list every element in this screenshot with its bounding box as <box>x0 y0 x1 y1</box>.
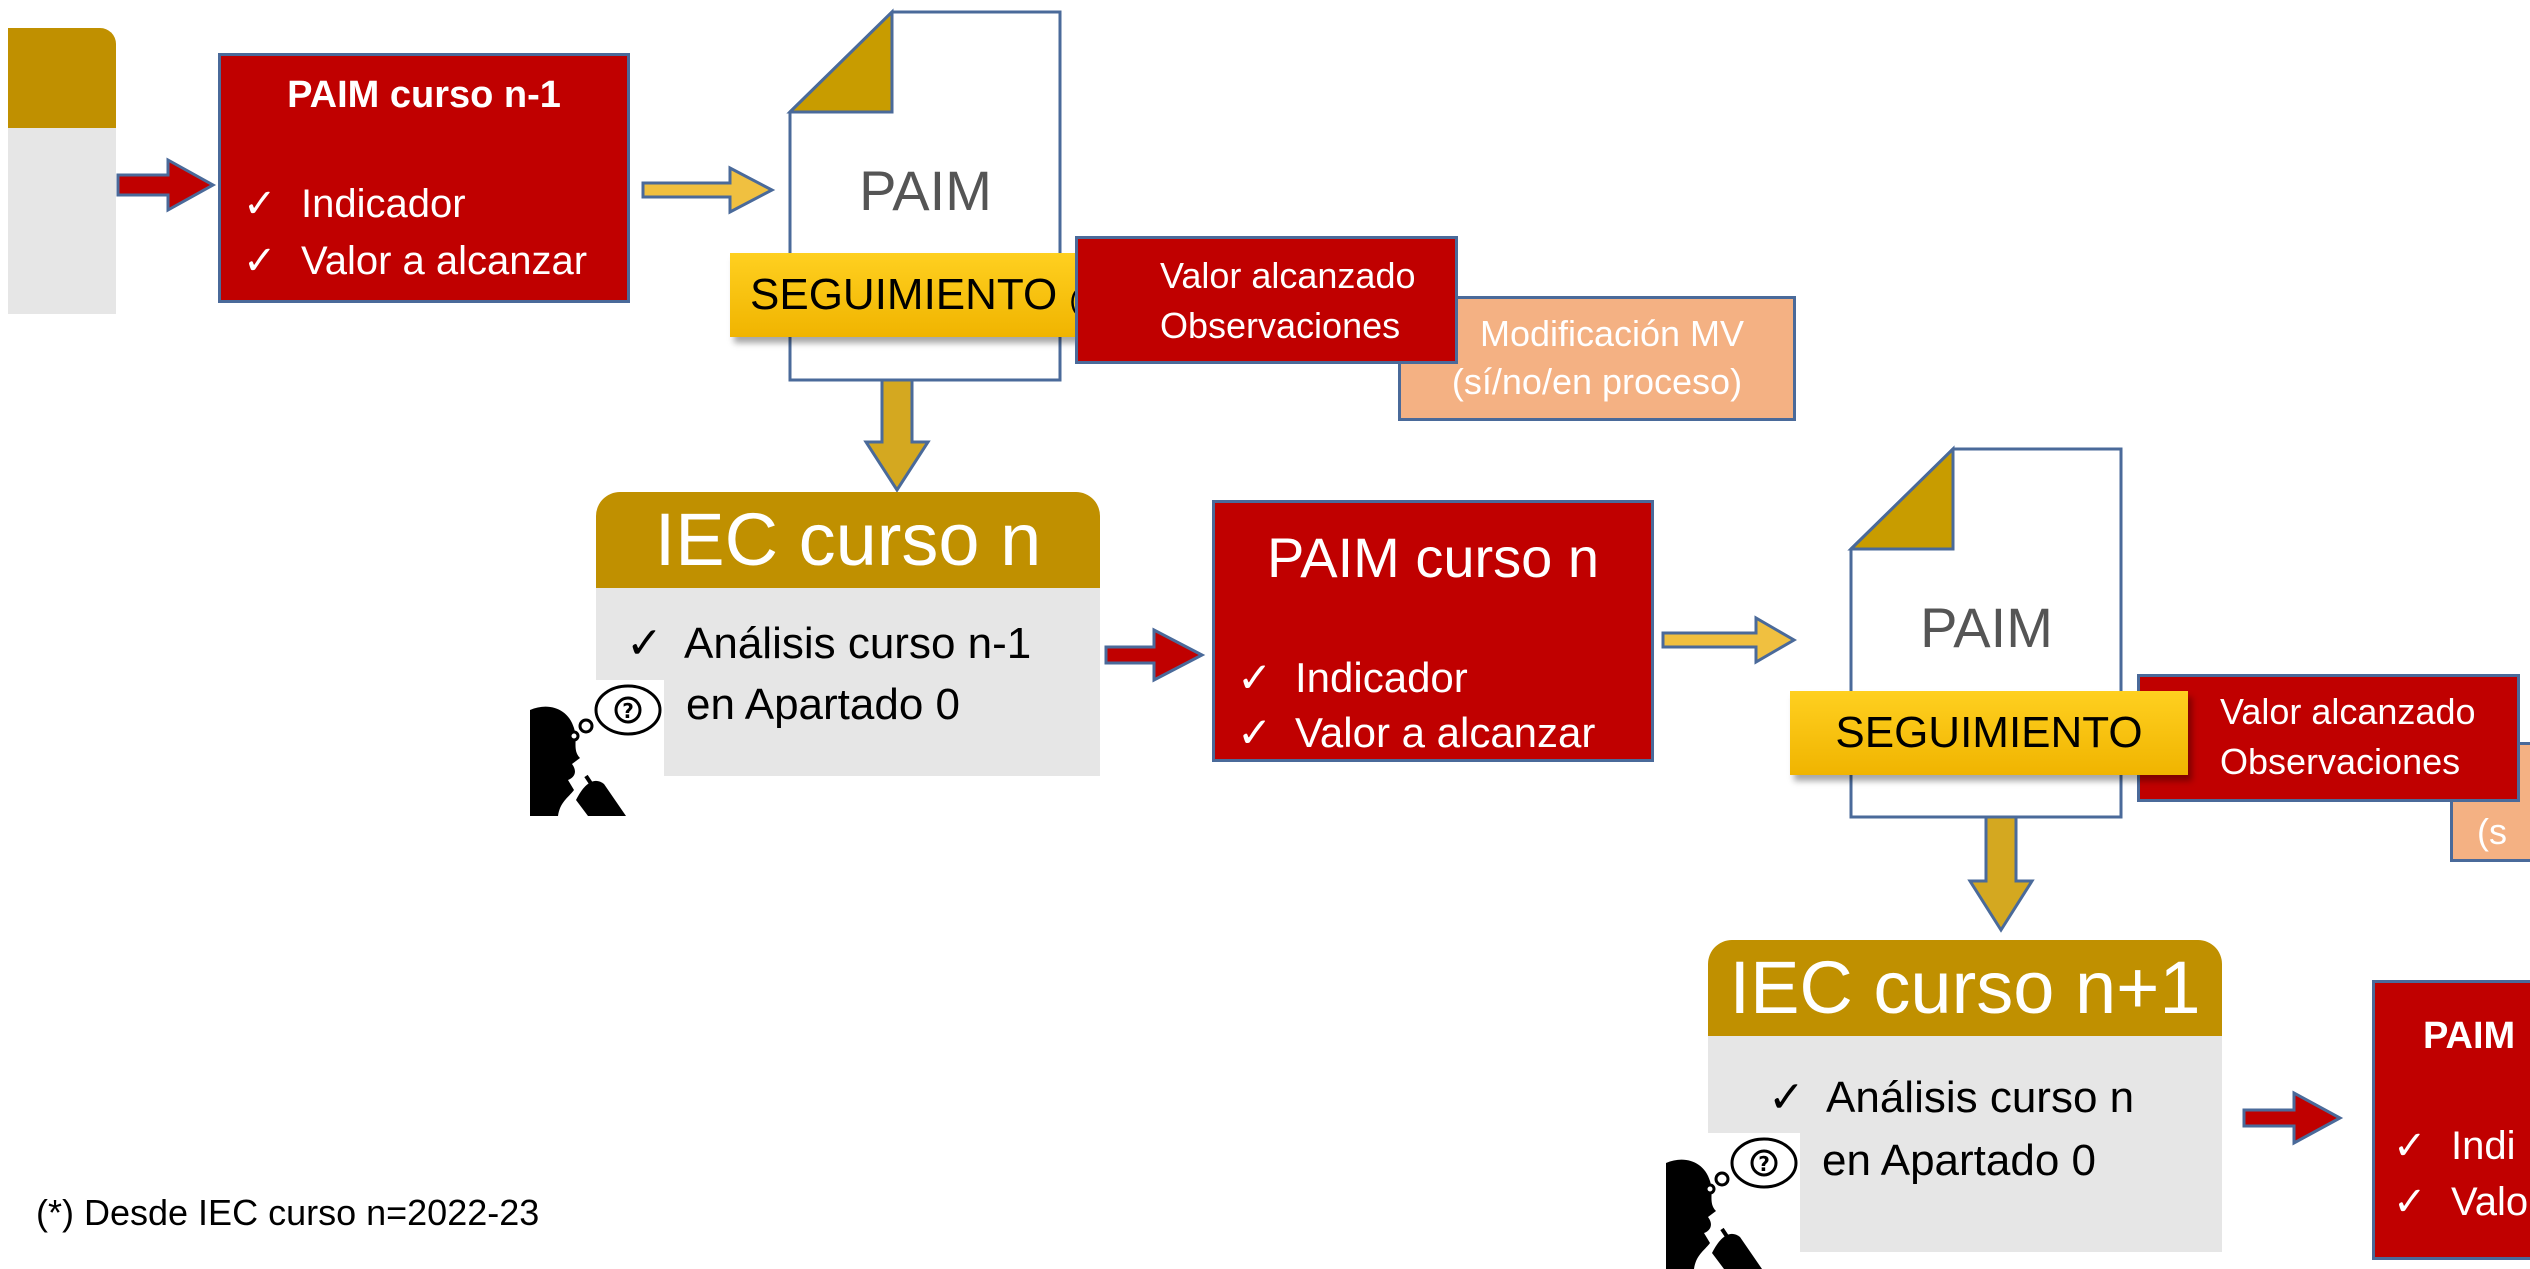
footnote: (*) Desde IEC curso n=2022-23 <box>36 1192 540 1233</box>
checkmark-icon: ✓ <box>243 239 277 283</box>
paim-next-course-title: PAIM <box>2423 1015 2516 1057</box>
observations-label: Observaciones <box>1160 305 1401 346</box>
iec-course-header: IEC curso n <box>596 492 1100 588</box>
iec-course-analysis: Análisis curso n-1 <box>684 619 1032 668</box>
arrow-paim-mid-to-doc2 <box>1661 615 1797 665</box>
seguimiento-banner: SEGUIMIENTO (*) <box>730 253 1126 337</box>
arrow-iec1-to-paim-mid <box>1104 627 1206 683</box>
checkmark-icon: ✓ <box>1768 1073 1805 1122</box>
modification-mv-status: (s <box>2477 811 2507 852</box>
checkmark-icon: ✓ <box>243 182 277 226</box>
checkmark-icon: ✓ <box>626 619 663 668</box>
iec-course-body: ✓ Análisis curso n-1 en Apartado 0 <box>596 588 1100 776</box>
left-partial-box-header <box>8 28 116 128</box>
modification-mv-box: Modificación MV (sí/no/en proceso) <box>1398 296 1796 421</box>
iec-course-section: en Apartado 0 <box>686 680 961 729</box>
checkmark-icon: ✓ <box>1237 654 1273 701</box>
thinking-person-icon: ? <box>1664 1133 1800 1269</box>
left-partial-box-body <box>8 128 116 314</box>
checkmark-icon: ✓ <box>1237 709 1273 756</box>
seguimiento-label: SEGUIMIENTO <box>1835 708 2143 757</box>
paim-next-course-item: ✓Indi <box>2393 1124 2516 1168</box>
arrow-left-to-paim-top <box>116 157 217 213</box>
paim-course-title: PAIM curso n <box>1267 526 1599 589</box>
paim-prev-course-box: PAIM curso n-1 ✓Indicador ✓Valor a alcan… <box>218 53 630 303</box>
achieved-value-box: Valor alcanzado Observaciones <box>2137 674 2520 802</box>
arrow-iec2-to-paim-bottom <box>2242 1090 2344 1146</box>
achieved-value-label: Valor alcanzado <box>1160 255 1416 296</box>
arrow-doc1-to-iec1 <box>863 378 931 493</box>
paim-document-label: PAIM <box>859 159 992 222</box>
achieved-value-label: Valor alcanzado <box>2220 691 2476 732</box>
achieved-value-box: Valor alcanzado Observaciones <box>1075 236 1458 364</box>
seguimiento-banner: SEGUIMIENTO <box>1790 691 2188 775</box>
seguimiento-label: SEGUIMIENTO <box>750 270 1058 319</box>
checkmark-icon: ✓ <box>2393 1180 2427 1224</box>
paim-prev-course-item: ✓Indicador <box>243 182 466 226</box>
iec-course-title: IEC curso n <box>654 498 1042 581</box>
svg-text:?: ? <box>622 699 634 723</box>
paim-course-box: PAIM curso n ✓Indicador ✓Valor a alcanza… <box>1212 500 1654 762</box>
thinking-person-icon: ? <box>528 680 664 816</box>
paim-prev-course-item: ✓Valor a alcanzar <box>243 239 588 283</box>
modification-mv-title: Modificación MV <box>1479 313 1745 354</box>
paim-prev-course-title: PAIM curso n-1 <box>287 74 561 116</box>
svg-text:?: ? <box>1758 1152 1770 1176</box>
iec-next-course-header: IEC curso n+1 <box>1708 940 2222 1036</box>
modification-mv-status: (sí/no/en proceso) <box>1451 361 1743 402</box>
iec-next-course-section: en Apartado 0 <box>1822 1136 2097 1185</box>
paim-document-label: PAIM <box>1920 596 2053 659</box>
paim-course-item: ✓Valor a alcanzar <box>1237 709 1596 756</box>
arrow-doc2-to-iec2 <box>1967 813 2035 933</box>
arrow-paim-top-to-doc1 <box>641 165 776 215</box>
paim-next-course-box: PAIM ✓Indi ✓Valo <box>2372 980 2530 1260</box>
paim-course-item: ✓Indicador <box>1237 654 1468 701</box>
iec-next-course-title: IEC curso n+1 <box>1729 946 2201 1029</box>
iec-next-course-analysis: Análisis curso n <box>1826 1073 2135 1122</box>
paim-next-course-item: ✓Valo <box>2393 1180 2529 1224</box>
observations-label: Observaciones <box>2220 741 2461 782</box>
checkmark-icon: ✓ <box>2393 1124 2427 1168</box>
